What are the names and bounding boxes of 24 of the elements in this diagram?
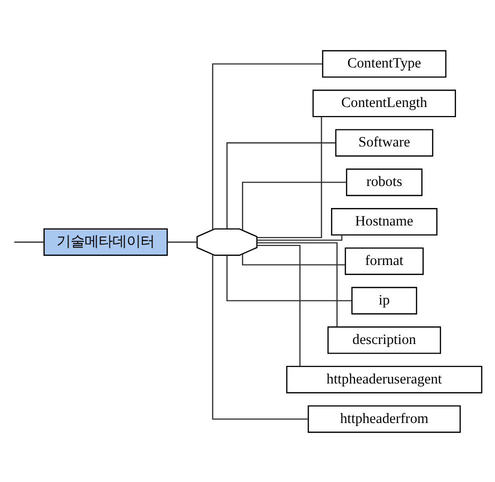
connector [14, 241, 44, 242]
node-box: Hostname [331, 208, 438, 236]
connector [167, 241, 197, 242]
node-box: description [327, 326, 442, 354]
connector [212, 254, 308, 420]
connector [257, 116, 322, 238]
node-box: Software [335, 128, 434, 156]
node-octagon [196, 228, 258, 256]
node-box: robots [346, 168, 422, 196]
connector [242, 254, 346, 265]
connector [257, 234, 342, 240]
connector [226, 142, 336, 228]
node-box: format [344, 246, 424, 274]
connector [257, 244, 301, 366]
node-box: ContentLength [312, 89, 456, 117]
connector [226, 255, 352, 301]
connector [242, 181, 346, 230]
node-box: httpheaderfrom [308, 404, 461, 432]
node-box: 기술메타데이터 [43, 228, 168, 256]
node-box: ip [351, 286, 418, 314]
node-box: ContentType [322, 50, 446, 78]
node-box: httpheaderuseragent [286, 365, 482, 393]
connector [212, 62, 322, 229]
connector [257, 242, 338, 326]
